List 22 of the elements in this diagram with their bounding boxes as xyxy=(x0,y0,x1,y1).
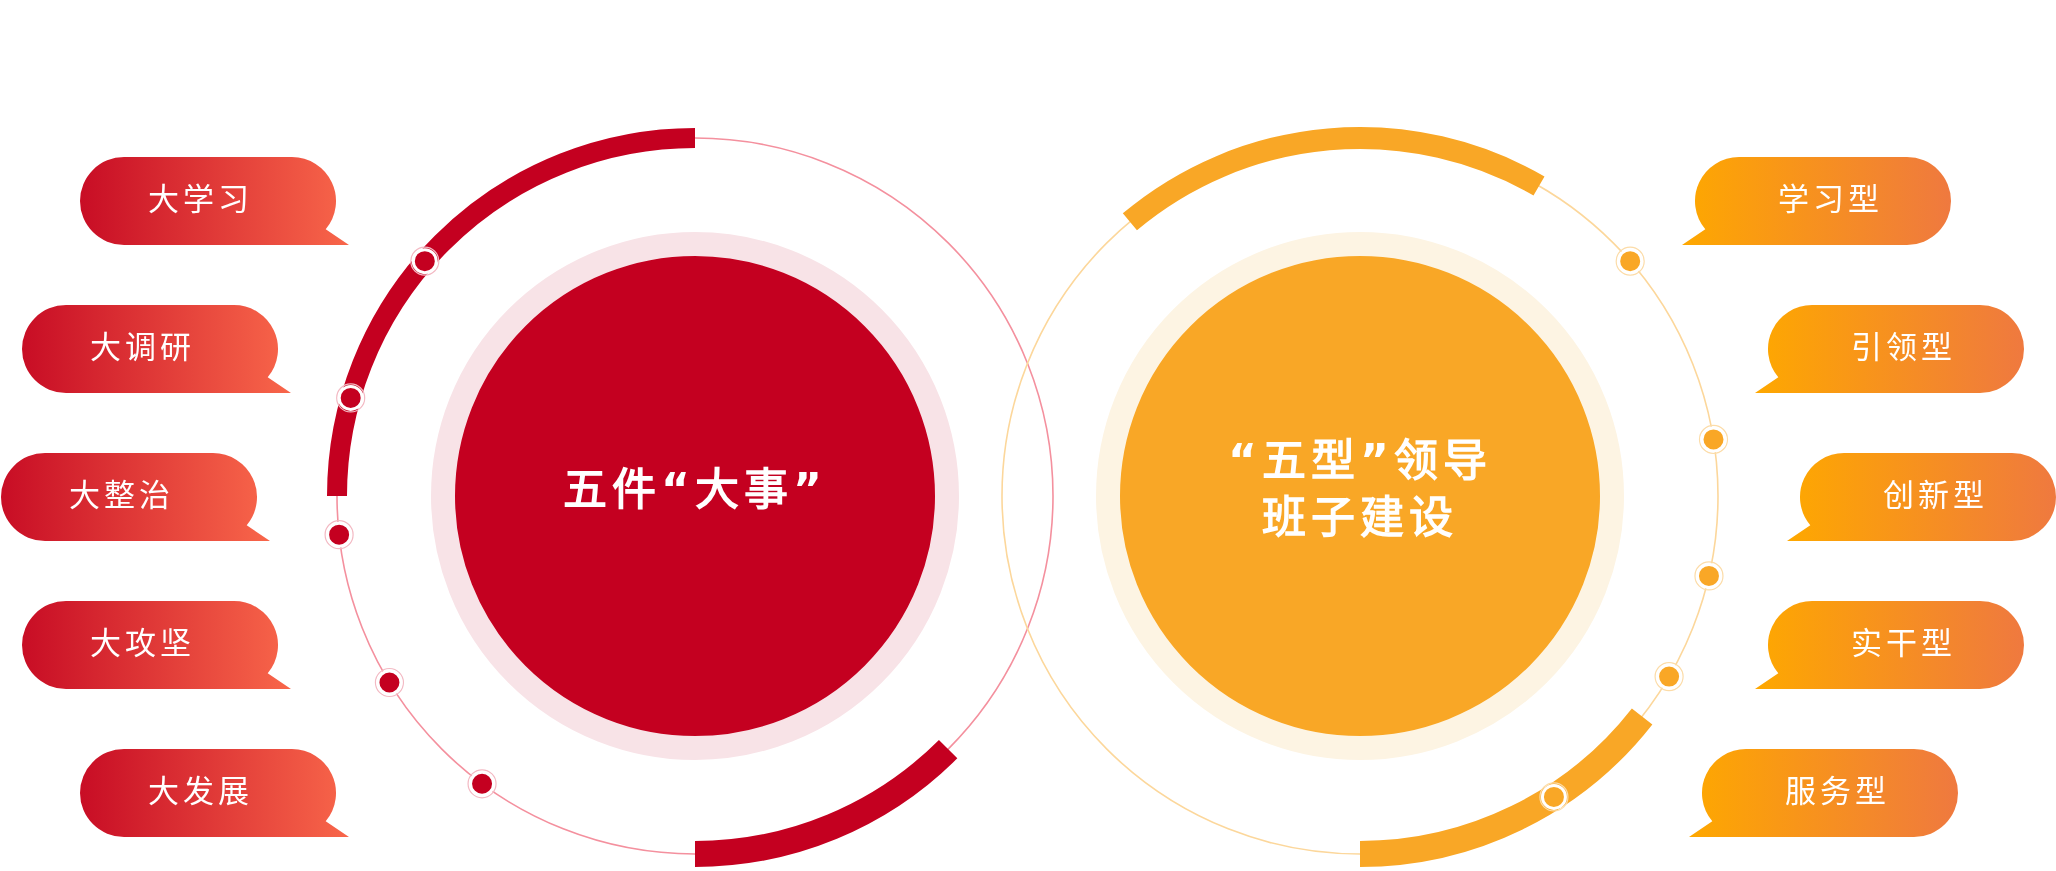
speech-bubble xyxy=(1682,157,1951,245)
speech-bubble xyxy=(1787,453,2056,541)
topic-label: 大学习 xyxy=(146,180,253,218)
topic-label: 引领型 xyxy=(1849,328,1956,366)
speech-bubble xyxy=(1689,749,1958,837)
speech-bubble xyxy=(1755,305,2024,393)
speech-bubble xyxy=(1,453,270,541)
speech-bubble xyxy=(22,305,291,393)
topic-label: 实干型 xyxy=(1849,624,1956,662)
speech-bubble xyxy=(80,749,349,837)
speech-bubble xyxy=(22,601,291,689)
theme-heading: “五型”领导班子建设 xyxy=(1227,434,1493,545)
topic-label: 大整治 xyxy=(67,476,174,514)
topic-label: 大发展 xyxy=(146,772,253,810)
topic-label: 服务型 xyxy=(1783,772,1890,810)
theme-heading: 五件“大事” xyxy=(563,462,827,517)
speech-bubble xyxy=(1755,601,2024,689)
topic-label: 大调研 xyxy=(88,328,195,366)
speech-bubble xyxy=(80,157,349,245)
topic-label: 学习型 xyxy=(1776,180,1883,218)
topic-label: 大攻坚 xyxy=(88,624,195,662)
topic-label: 创新型 xyxy=(1881,476,1988,514)
